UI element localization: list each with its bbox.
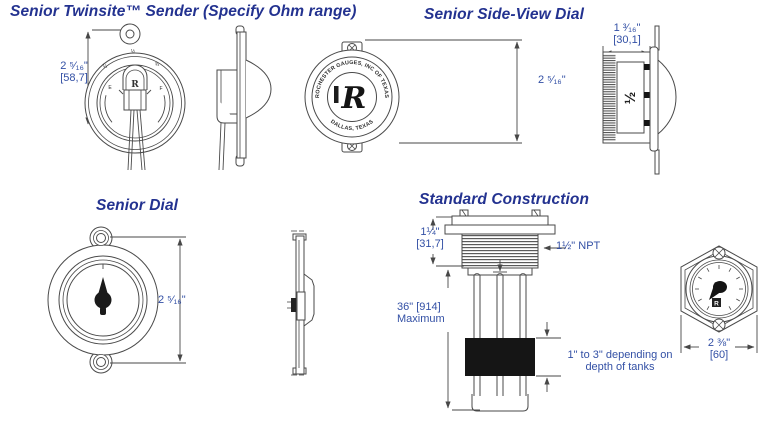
hex-gauge-drawing: R (680, 245, 758, 353)
float-note-line2: depth of tanks (585, 360, 655, 373)
float-depth-note: 1" to 3" depending on depth of tanks (540, 349, 700, 373)
sideview-title: Senior Side-View Dial (424, 6, 585, 23)
sender-assembly (444, 209, 556, 412)
hex-dial-ticks (695, 265, 743, 310)
sideview-width-mm: [30,1] (613, 33, 641, 46)
twinsite-front-view: R (84, 23, 186, 171)
twinsite-dial-label-e: E (108, 85, 112, 91)
rochester-logo-r: R (341, 81, 367, 116)
twinsite-dial-ticks (104, 80, 166, 123)
senior-dial-dimension-lines (110, 236, 186, 364)
sideview-side-view: ½ (602, 25, 677, 175)
fitting-mm: [31,7] (416, 237, 444, 250)
hex-gauge-front-view: R (680, 245, 758, 333)
senior-dial-title: Senior Dial (96, 197, 179, 214)
twinsite-dial-label-threequarter: ¾ (154, 62, 160, 68)
sideview-height-dimension-lines (365, 39, 522, 144)
senior-dial-pointer (94, 277, 112, 315)
tube-bottom-loop (471, 394, 529, 412)
twinsite-height-mm: [58,7] (60, 71, 88, 84)
standard-construction-drawing (430, 209, 566, 412)
senior-dial-side-view (287, 230, 315, 376)
senior-dial-drawing (47, 226, 315, 376)
twinsite-title: Senior Twinsite™ Sender (Specify Ohm ran… (10, 3, 357, 20)
sideview-drawing: ROCHESTER GAUGES, INC OF TEXAS DALLAS, T… (304, 25, 677, 175)
standard-construction-title: Standard Construction (419, 191, 590, 208)
npt-label: 1½" NPT (556, 240, 601, 252)
sideview-width-inches: 1 ³⁄₁₆" (613, 22, 641, 34)
sideview-width-dimension: 1 ³⁄₁₆" [30,1] (602, 22, 652, 46)
twinsite-height-inches: 2 ⁵⁄₁₆" (60, 60, 88, 72)
twinsite-wires (127, 109, 146, 171)
senior-dial-front-view (47, 226, 159, 374)
twinsite-dial-label-f: F (159, 86, 163, 92)
twinsite-height-dimension: 2 ⁵⁄₁₆" [58,7] (48, 60, 100, 84)
standard-dimension-lines (430, 216, 566, 411)
tube-length-dimension: 36" [914] Maximum (397, 301, 445, 325)
tubes (473, 273, 527, 396)
twinsite-drawing: R (84, 23, 272, 171)
twinsite-side-view (216, 25, 272, 171)
fitting-inches: 1¼" (420, 226, 440, 238)
hex-dimension-lines (680, 315, 758, 353)
senior-dial-height-dimension: 2 ⁵⁄₁₆" (158, 294, 186, 306)
float-note-line1: 1" to 3" depending on (567, 349, 673, 361)
sideview-rotated-half-marking: ½ (622, 92, 639, 105)
twinsite-dial-label-half: ½ (130, 49, 136, 55)
twinsite-stem (123, 89, 147, 111)
fitting-dimension: 1¼" [31,7] (408, 226, 452, 250)
twinsite-logo: R (131, 80, 139, 90)
twinsite-dial-label-quarter: ¼ (102, 64, 108, 70)
hex-width-dimension: 2 ⅜" [60] (693, 337, 745, 361)
hex-width-mm: [60] (709, 348, 729, 361)
tube-length-maximum: Maximum (397, 312, 445, 325)
sideview-height-dimension: 2 ⁵⁄₁₆" (538, 74, 566, 86)
hex-logo: R (714, 301, 719, 308)
sideview-center-logo: R (334, 81, 366, 116)
float (465, 338, 535, 376)
hex-dial-pointer (709, 281, 727, 300)
tube-length-inches: 36" [914] (397, 301, 441, 313)
twinsite-center-arch: R (122, 64, 148, 90)
sideview-front-view: ROCHESTER GAUGES, INC OF TEXAS DALLAS, T… (304, 41, 400, 153)
hex-width-inches: 2 ⅜" (707, 337, 731, 349)
